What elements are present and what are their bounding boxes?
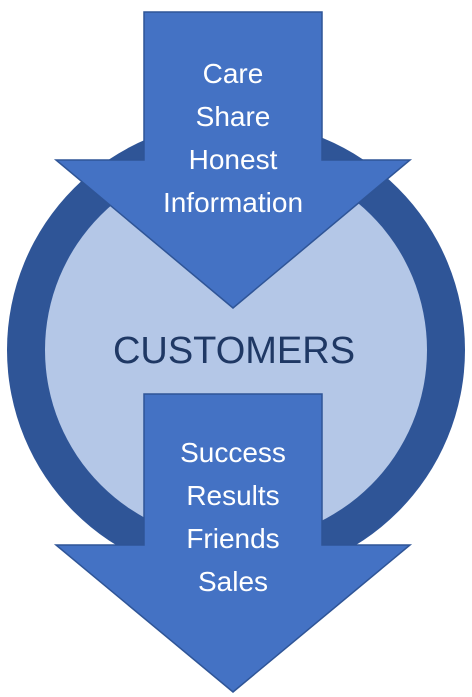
bottom-arrow xyxy=(53,393,413,693)
bottom-arrow-text: Success Results Friends Sales xyxy=(180,437,286,597)
bottom-arrow-line-sales: Sales xyxy=(198,566,268,597)
bottom-arrow-line-success: Success xyxy=(180,437,286,468)
top-arrow-line-share: Share xyxy=(196,101,271,132)
top-arrow-line-honest: Honest xyxy=(189,144,278,175)
bottom-arrow-line-results: Results xyxy=(186,480,279,511)
top-arrow-line-information: Information xyxy=(163,187,303,218)
center-label: CUSTOMERS xyxy=(113,330,355,372)
top-arrow-text: Care Share Honest Information xyxy=(163,58,303,218)
inner-circle xyxy=(45,159,427,541)
top-arrow-line-care: Care xyxy=(203,58,264,89)
top-arrow xyxy=(53,11,413,309)
bottom-arrow-line-friends: Friends xyxy=(186,523,279,554)
